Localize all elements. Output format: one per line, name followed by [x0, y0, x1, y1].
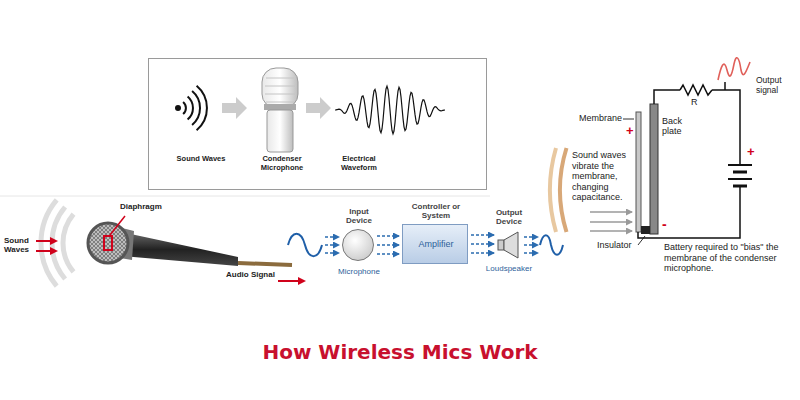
audio-sine-wave: [288, 234, 322, 257]
amplifier-box: Controller or SystemAmplifier: [402, 224, 468, 264]
inset-illustration: [222, 97, 247, 119]
node-text: Condenser Microphone: [257, 155, 307, 172]
note-text: Battery required to "bias" the membrane …: [664, 242, 792, 274]
inset-illustration: [262, 68, 298, 108]
schematic-sound-waves: [560, 148, 566, 232]
loudspeaker-icon: Output DeviceLoudspeaker: [497, 231, 521, 259]
vibration-arrows: [590, 221, 632, 223]
node-text: Sound Waves: [176, 155, 226, 164]
circuit-wires: [712, 90, 740, 165]
signal-label: Audio Signal: [226, 270, 281, 279]
part-label: Diaphragm: [120, 202, 170, 211]
inset-illustration: [267, 110, 293, 152]
polarity-sign: -: [662, 216, 672, 232]
polarity-sign: +: [747, 145, 757, 160]
output-sine-wave: [540, 235, 563, 255]
output-waveform: [718, 58, 750, 80]
connector-line: [471, 243, 494, 244]
input-arrows: [325, 236, 339, 237]
polarity-sign: +: [626, 124, 636, 139]
node-text: Electrical Waveform: [334, 155, 384, 172]
sound-arrows: [36, 250, 56, 252]
inset-panel: Sound Waves Condenser Microphone Electrica…: [148, 58, 487, 190]
vibration-arrows: [590, 212, 632, 231]
handheld-microphone: [122, 233, 238, 266]
speaker-outline: [504, 232, 518, 258]
output-arrows: [524, 236, 538, 237]
handheld-microphone: [104, 236, 112, 250]
inset-illustration: [175, 68, 445, 152]
schematic-sound-waves: [550, 148, 567, 232]
circuit-wires: [724, 82, 726, 90]
node-text: Amplifier: [403, 239, 469, 249]
sound-arrows: [36, 241, 56, 251]
circuit-wires: [638, 186, 740, 238]
inset-illustration: [264, 104, 296, 110]
sound-wave-arcs: [41, 200, 74, 286]
connector-line: [377, 244, 399, 245]
note-text: Sound waves vibrate the membrane, changi…: [572, 150, 634, 203]
node-text: Input Device: [339, 207, 379, 225]
schematic-sound-waves: [550, 148, 556, 232]
input-arrows: [325, 244, 339, 245]
battery-symbol: [733, 171, 747, 174]
inset-illustration: [175, 105, 181, 111]
title-text: How Wireless Mics Work: [0, 341, 800, 364]
vibration-arrows: [590, 230, 632, 232]
resistor-symbol: [680, 85, 712, 95]
sound-arrows: [36, 240, 56, 242]
input-arrows: [325, 237, 339, 253]
back-plate: [650, 104, 658, 234]
insulator-block: [641, 226, 650, 234]
diaphragm-leader: [110, 216, 125, 235]
node-text: Output Device: [488, 208, 530, 226]
output-arrows: [524, 244, 538, 245]
battery-symbol: [728, 164, 752, 166]
speaker-outline: [498, 240, 504, 250]
membrane-plate: [636, 112, 641, 232]
part-label: Back plate: [662, 116, 696, 137]
node-text: Microphone: [329, 267, 389, 276]
inset-illustration: [335, 86, 445, 134]
circuit-wires: [638, 82, 740, 238]
resistor-label: R: [691, 97, 703, 107]
membrane-leader: [623, 119, 634, 120]
signal-label: Output signal: [756, 76, 796, 96]
battery-symbol: [733, 185, 747, 188]
connector-line: [377, 235, 399, 236]
microphone-circle: Input DeviceMicrophone: [342, 229, 374, 261]
circuit-wires: [654, 90, 680, 104]
node-text: Controller or System: [410, 202, 462, 220]
battery-symbol: [728, 165, 752, 186]
signal-connector: [377, 236, 399, 254]
connector-line: [471, 252, 494, 253]
sound-waves-label: Sound Waves: [4, 236, 38, 254]
signal-connector: [471, 235, 494, 253]
connector-line: [471, 234, 494, 235]
node-text: Loudspeaker: [479, 264, 539, 273]
output-arrows: [524, 252, 538, 253]
sound-wave-arcs: [41, 200, 74, 286]
handheld-microphone: [238, 263, 292, 265]
input-arrows: [325, 252, 339, 253]
vibration-arrows: [590, 211, 632, 213]
inset-illustration: [306, 97, 331, 119]
handheld-microphone: [88, 223, 292, 266]
part-label: Membrane: [576, 113, 622, 123]
inset-illustration: [265, 78, 295, 102]
part-label: Insulator: [597, 240, 637, 250]
divider-line: [0, 196, 490, 197]
speaker-outline: [497, 231, 521, 259]
connector-line: [377, 253, 399, 254]
handheld-microphone: [88, 223, 128, 263]
output-arrows: [524, 237, 538, 253]
signal-arrow: [278, 280, 304, 282]
inset-illustration: [183, 86, 207, 130]
battery-symbol: [728, 178, 752, 180]
